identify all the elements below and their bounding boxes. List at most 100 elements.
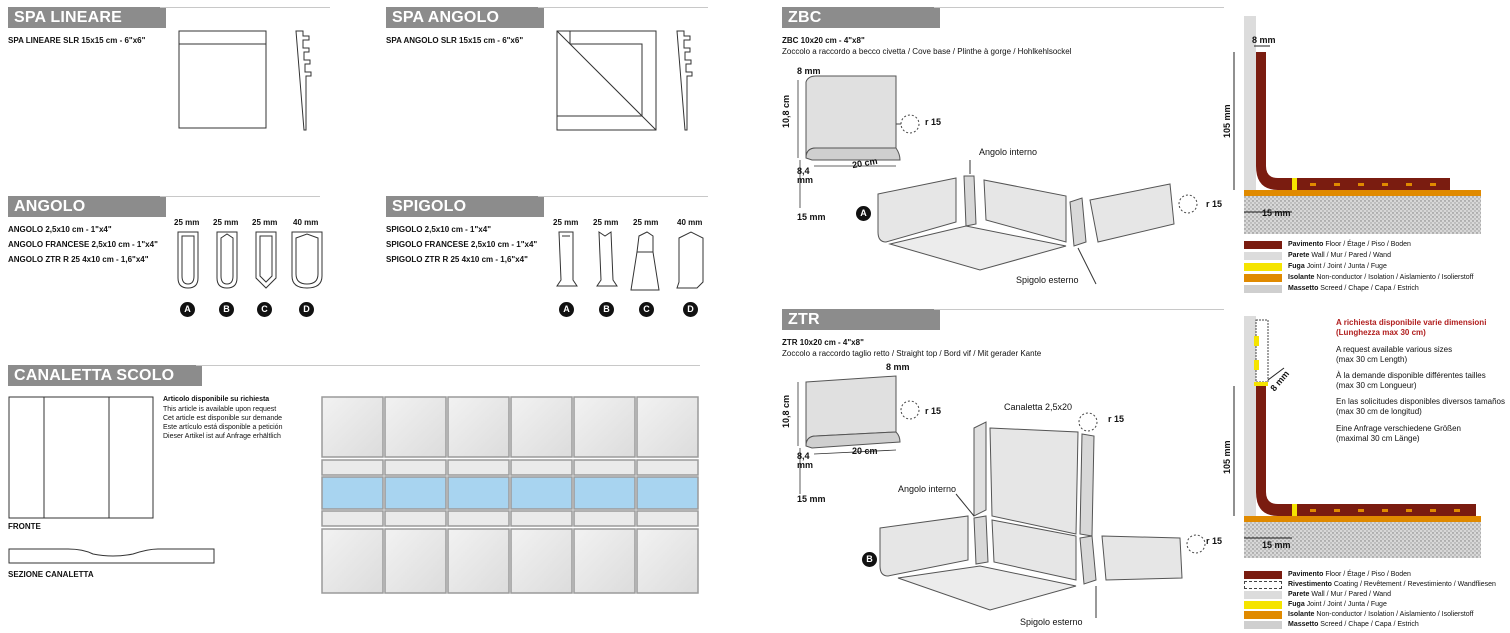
spigolo-dim-b: 25 mm <box>593 218 619 227</box>
zbc-radius-label: r 15 <box>925 117 942 127</box>
zbc-description: Zoccolo a raccordo a becco civetta / Cov… <box>782 47 1072 56</box>
zbc-spigolo-esterno-label: Spigolo esterno <box>1016 275 1079 285</box>
ztr-sizes-note-fr-2: (max 30 cm Longueur) <box>1336 381 1417 390</box>
spa-angolo-header: SPA ANGOLO <box>386 7 544 28</box>
ztr-section-drawing <box>1233 316 1481 558</box>
zbc-angolo-interno-label: Angolo interno <box>979 147 1038 157</box>
ztr-dim-15mm: 15 mm <box>797 494 826 504</box>
spigolo-badge-d: D <box>683 302 698 317</box>
spa-lineare-header: SPA LINEARE <box>8 7 166 28</box>
ztr-spec: ZTR 10x20 cm - 4"x8" <box>782 338 864 347</box>
angolo-dim-c: 25 mm <box>252 218 278 227</box>
angolo-badge-a: A <box>180 302 195 317</box>
divider <box>934 309 1224 310</box>
canaletta-fronte-label: FRONTE <box>8 522 41 531</box>
ztr-radius-label-2: r 15 <box>1108 414 1125 424</box>
ztr-assembly-drawing <box>879 412 1206 618</box>
canaletta-note-de: Dieser Artikel ist auf Anfrage erhältlic… <box>163 433 281 440</box>
ztr-radius-label-3: r 15 <box>1206 536 1223 546</box>
zbc-piece-drawing <box>797 75 920 208</box>
spigolo-dim-a: 25 mm <box>553 218 579 227</box>
angolo-badge-b: B <box>219 302 234 317</box>
zbc-header: ZBC <box>782 7 940 28</box>
legend-swatch <box>1244 591 1282 599</box>
spa-lineare-profile-drawing <box>295 30 312 131</box>
ztr-sizes-note-es: En las solicitudes disponibles diversos … <box>1336 397 1505 406</box>
ztr-section-105mm: 105 mm <box>1222 440 1232 474</box>
angolo-spec-3: ANGOLO ZTR R 25 4x10 cm - 1,6"x4" <box>8 255 149 264</box>
spa-angolo-front-drawing <box>556 30 657 131</box>
zbc-dim-84: 8,4 mm <box>797 166 814 185</box>
divider <box>160 7 330 8</box>
legend-swatch <box>1244 274 1282 282</box>
legend-swatch <box>1244 571 1282 579</box>
canaletta-header: CANALETTA SCOLO ACQUA <box>8 365 202 405</box>
zbc-spec: ZBC 10x20 cm - 4"x8" <box>782 36 865 45</box>
zbc-assembly-drawing <box>877 160 1198 285</box>
zbc-dim-15mm: 15 mm <box>797 212 826 222</box>
ztr-dim-8mm: 8 mm <box>886 362 910 372</box>
angolo-header: ANGOLO <box>8 196 166 217</box>
angolo-profiles-drawing <box>177 231 323 289</box>
zbc-section-105mm: 105 mm <box>1222 104 1232 138</box>
ztr-dim-84: 8,4 mm <box>797 451 814 470</box>
ztr-sizes-note-en-2: (max 30 cm Length) <box>1336 355 1408 364</box>
spigolo-badge-b: B <box>599 302 614 317</box>
ztr-sizes-note-de: Eine Anfrage verschiedene Größen <box>1336 424 1461 433</box>
canaletta-tile-layout-drawing <box>321 396 699 594</box>
legend-swatch <box>1244 252 1282 260</box>
angolo-badge-c: C <box>257 302 272 317</box>
zbc-section-15mm: 15 mm <box>1262 208 1291 218</box>
legend-swatch <box>1244 241 1282 249</box>
canaletta-note-es: Este artículo está disponible a petición <box>163 424 283 431</box>
ztr-spigolo-esterno-label: Spigolo esterno <box>1020 617 1083 627</box>
angolo-dim-a: 25 mm <box>174 218 200 227</box>
ztr-sizes-note-fr: À la demande disponible différentes tail… <box>1336 371 1486 380</box>
canaletta-note-en: This article is available upon request <box>163 406 277 413</box>
canaletta-note-title: Articolo disponibile su richiesta <box>163 396 270 403</box>
legend-swatch <box>1244 621 1282 629</box>
ztr-sizes-note-title: A richiesta disponibile varie dimensioni <box>1336 318 1487 327</box>
zbc-dim-108: 10,8 cm <box>781 94 791 128</box>
legend-swatch <box>1244 285 1282 293</box>
zbc-section-8mm: 8 mm <box>1252 35 1276 45</box>
canaletta-front-drawing <box>8 396 154 519</box>
spigolo-spec-1: SPIGOLO 2,5x10 cm - 1"x4" <box>386 225 491 234</box>
legend-swatch <box>1244 611 1282 619</box>
angolo-spec-1: ANGOLO 2,5x10 cm - 1"x4" <box>8 225 112 234</box>
spa-angolo-spec: SPA ANGOLO SLR 15x15 cm - 6"x6" <box>386 36 524 45</box>
spigolo-badge-c: C <box>639 302 654 317</box>
ztr-piece-drawing <box>797 375 920 494</box>
ztr-sizes-note-es-2: (max 30 cm de longitud) <box>1336 407 1422 416</box>
spa-angolo-profile-drawing <box>676 30 693 131</box>
ztr-dim-108: 10,8 cm <box>781 394 791 428</box>
ztr-sizes-note-sub: (Lunghezza max 30 cm) <box>1336 328 1426 337</box>
ztr-canaletta-label: Canaletta 2,5x20 <box>1004 402 1073 412</box>
spigolo-spec-2: SPIGOLO FRANCESE 2,5x10 cm - 1"x4" <box>386 240 538 249</box>
ztr-sizes-note-en: A request available various sizes <box>1336 345 1453 354</box>
legend-swatch <box>1244 581 1282 589</box>
divider <box>160 196 320 197</box>
spigolo-badge-a: A <box>559 302 574 317</box>
canaletta-sezione-label: SEZIONE CANALETTA <box>8 570 94 579</box>
spigolo-dim-d: 40 mm <box>677 218 703 227</box>
canaletta-note-fr: Cet article est disponible sur demande <box>163 415 283 422</box>
ztr-radius-label: r 15 <box>925 406 942 416</box>
spigolo-spec-3: SPIGOLO ZTR R 25 4x10 cm - 1,6"x4" <box>386 255 528 264</box>
spigolo-profiles-drawing <box>556 231 704 291</box>
canaletta-section-drawing <box>8 548 215 564</box>
spigolo-header: SPIGOLO <box>386 196 544 217</box>
legend-swatch <box>1244 263 1282 271</box>
divider <box>538 7 708 8</box>
ztr-header: ZTR <box>782 309 940 330</box>
ztr-angolo-interno-label: Angolo interno <box>898 484 957 494</box>
ztr-description: Zoccolo a raccordo taglio retto / Straig… <box>782 349 1042 358</box>
ztr-sizes-note-de-2: (maximal 30 cm Länge) <box>1336 434 1420 443</box>
zbc-badge-a: A <box>856 206 871 221</box>
ztr-badge-b: B <box>862 552 877 567</box>
spa-lineare-spec: SPA LINEARE SLR 15x15 cm - 6"x6" <box>8 36 146 45</box>
zbc-radius-label-2: r 15 <box>1206 199 1223 209</box>
divider <box>538 196 708 197</box>
spa-lineare-front-drawing <box>178 30 267 129</box>
spigolo-dim-c: 25 mm <box>633 218 659 227</box>
